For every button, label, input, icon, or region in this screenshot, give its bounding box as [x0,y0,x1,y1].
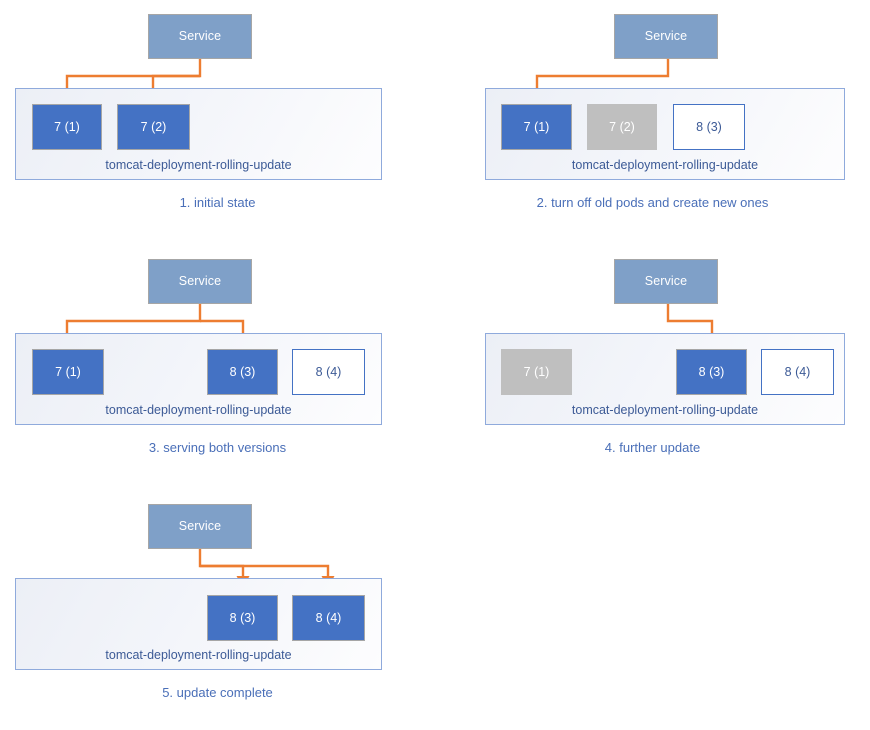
pod-label: 8 (4) [315,364,342,379]
panel-3-stage: Service tomcat-deployment-rolling-update… [0,245,435,485]
pod-label: 8 (4) [315,610,342,625]
deployment-label: tomcat-deployment-rolling-update [105,157,292,172]
pod-8-3[interactable]: 8 (3) [673,104,745,150]
pod-8-3[interactable]: 8 (3) [207,349,278,395]
deployment-label: tomcat-deployment-rolling-update [571,157,759,172]
panel-caption: 5. update complete [162,685,273,700]
pod-7-2[interactable]: 7 (2) [117,104,190,150]
service-node[interactable]: Service [148,259,252,304]
panel-1-stage: Service tomcat-deployment-rolling-update… [0,0,435,240]
pod-8-3[interactable]: 8 (3) [676,349,747,395]
service-node[interactable]: Service [148,504,252,549]
panel-caption: 2. turn off old pods and create new ones [536,195,769,210]
pod-7-1[interactable]: 7 (1) [501,349,572,395]
panel-4-stage: Service tomcat-deployment-rolling-update… [435,245,870,485]
pod-label: 8 (3) [229,364,256,379]
service-node[interactable]: Service [614,259,718,304]
pod-label: 7 (1) [54,119,80,134]
panel-2-stage: Service tomcat-deployment-rolling-update… [435,0,870,240]
pod-label: 7 (2) [140,119,167,134]
pod-7-1[interactable]: 7 (1) [501,104,572,150]
panel-caption: 4. further update [604,440,701,455]
pod-label: 7 (1) [523,364,550,379]
panel-further-update: Service tomcat-deployment-rolling-update… [435,245,870,485]
deployment-label: tomcat-deployment-rolling-update [571,402,759,417]
panel-caption: 1. initial state [179,195,256,210]
pod-8-4[interactable]: 8 (4) [292,349,365,395]
pod-7-1[interactable]: 7 (1) [32,104,102,150]
pod-7-1[interactable]: 7 (1) [32,349,104,395]
panel-serving-both-versions: Service tomcat-deployment-rolling-update… [0,245,435,485]
pod-8-3[interactable]: 8 (3) [207,595,278,641]
service-node[interactable]: Service [614,14,718,59]
deployment-label: tomcat-deployment-rolling-update [105,647,292,662]
pod-label: 8 (3) [698,364,725,379]
service-label: Service [644,274,688,289]
panel-initial-state: Service tomcat-deployment-rolling-update… [0,0,435,240]
panel-5-stage: Service tomcat-deployment-rolling-update… [0,490,435,730]
pod-label: 8 (3) [696,119,722,134]
service-label: Service [178,29,222,44]
deployment-container[interactable]: tomcat-deployment-rolling-update [15,578,382,670]
deployment-label: tomcat-deployment-rolling-update [105,402,292,417]
pod-8-4[interactable]: 8 (4) [292,595,365,641]
panel-update-complete: Service tomcat-deployment-rolling-update… [0,490,435,730]
service-node[interactable]: Service [148,14,252,59]
service-label: Service [644,29,688,44]
pod-8-4[interactable]: 8 (4) [761,349,834,395]
pod-label: 7 (2) [609,119,635,134]
pod-label: 7 (1) [55,364,81,379]
pod-label: 8 (3) [229,610,256,625]
pod-label: 8 (4) [784,364,811,379]
pod-label: 7 (1) [523,119,550,134]
panel-caption: 3. serving both versions [148,440,287,455]
service-label: Service [178,519,222,534]
service-label: Service [178,274,222,289]
pod-7-2[interactable]: 7 (2) [587,104,657,150]
panel-turn-off-old-pods: Service tomcat-deployment-rolling-update… [435,0,870,240]
